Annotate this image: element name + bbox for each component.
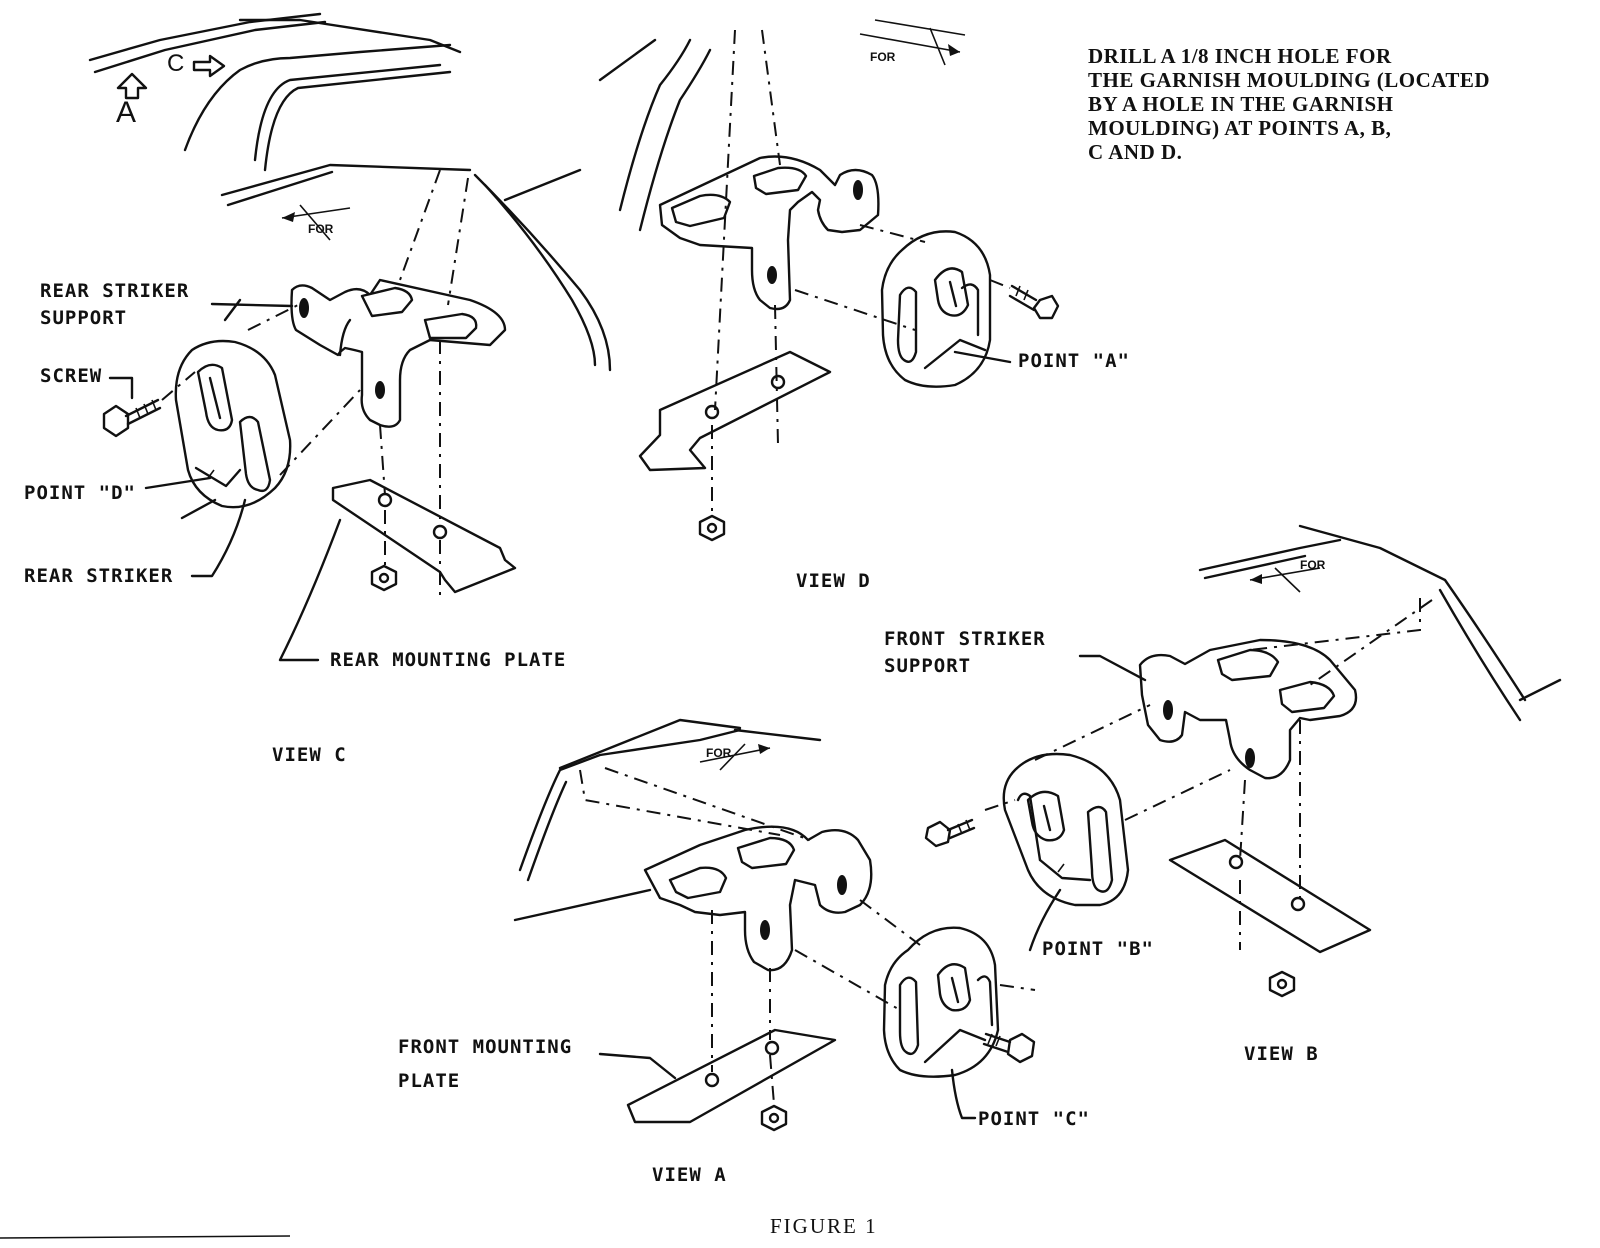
view-a-assembly <box>513 718 1036 1132</box>
label-rear-striker-support: REAR STRIKER SUPPORT <box>40 280 190 329</box>
label-point-d: POINT "D" <box>24 482 136 504</box>
label-rear-striker: REAR STRIKER <box>24 565 174 587</box>
label-front-striker-support: FRONT STRIKER SUPPORT <box>884 628 1046 677</box>
label-front-mounting-plate: FRONT MOUNTING PLATE <box>398 1036 573 1092</box>
view-letter-c: C <box>167 50 185 77</box>
drill-instruction: DRILL A 1/8 INCH HOLE FOR THE GARNISH MO… <box>1088 44 1491 164</box>
view-letter-a: A <box>116 96 137 129</box>
label-view-b: VIEW B <box>1244 1043 1319 1065</box>
label-screw: SCREW <box>40 365 103 387</box>
label-view-d: VIEW D <box>796 570 871 592</box>
car-roof-sketch <box>88 12 612 372</box>
label-point-a: POINT "A" <box>1018 350 1130 372</box>
view-b-assembly <box>924 524 1562 998</box>
figure-caption: FIGURE 1 <box>770 1214 878 1238</box>
view-arrow-icon <box>116 54 226 100</box>
view-d-assembly <box>598 19 1060 542</box>
fwd-label: FOR <box>706 746 732 760</box>
fwd-label: FOR <box>1300 558 1326 572</box>
fwd-label: FOR <box>870 50 896 64</box>
label-point-b: POINT "B" <box>1042 938 1154 960</box>
fwd-arrow-icon <box>281 204 351 241</box>
fwd-label: FOR <box>308 222 334 236</box>
label-view-a: VIEW A <box>652 1164 727 1186</box>
label-point-c: POINT "C" <box>978 1108 1090 1130</box>
bottom-rule <box>0 1235 291 1239</box>
label-view-c: VIEW C <box>272 744 347 766</box>
label-rear-mounting-plate: REAR MOUNTING PLATE <box>330 649 567 671</box>
view-c-assembly <box>102 169 517 662</box>
